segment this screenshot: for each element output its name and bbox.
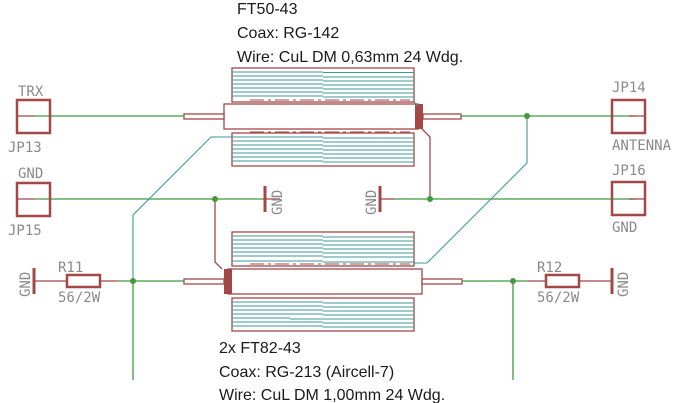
top-lower-winding-lines [232, 136, 414, 163]
top-transformer-name: FT50-43 [237, 1, 298, 18]
gnd-symbol-mid-right: GND [364, 186, 382, 215]
bottom-transformer-wire: Wire: CuL DM 1,00mm 24 Wdg. [219, 387, 445, 403]
jp13-ref: JP13 [8, 140, 42, 156]
connector-jp16[interactable]: JP16 GND [610, 163, 647, 236]
winding-lead-right [414, 116, 528, 264]
gnd-symbol-right: GND [610, 268, 632, 297]
gnd-left-label: GND [18, 272, 34, 297]
gnd-symbol-mid-left: GND [263, 186, 286, 215]
top-upper-winding-lines [232, 71, 414, 98]
top-coax-shield-end [415, 104, 423, 129]
junction-r11 [130, 278, 136, 284]
top-transformer[interactable] [183, 67, 462, 167]
shield-lead-bottom [214, 199, 223, 270]
bottom-transformer[interactable] [183, 231, 463, 332]
r12-value: 56/2W [537, 290, 580, 306]
jp14-ref: JP14 [612, 80, 646, 96]
r11-body [65, 273, 102, 289]
junction-gnd-right [427, 196, 433, 202]
bottom-upper-winding-lines [232, 235, 414, 263]
bottom-coax-tube [227, 268, 423, 295]
junction-gnd-left [212, 196, 218, 202]
r12-body [544, 273, 581, 289]
jp15-label: GND [18, 166, 43, 182]
r11-ref: R11 [58, 260, 83, 276]
bottom-lower-winding-lines [232, 301, 414, 328]
r11-value: 56/2W [58, 290, 101, 306]
junction-r12 [510, 278, 516, 284]
top-coax-tube [223, 103, 419, 130]
shield-lead-top [421, 128, 431, 199]
connector-jp13[interactable]: TRX JP13 [8, 84, 52, 156]
connector-jp14[interactable]: JP14 ANTENNA [610, 80, 672, 154]
bottom-left-pin [183, 278, 225, 285]
gnd-right-label: GND [616, 272, 632, 297]
bottom-transformer-name: 2x FT82-43 [219, 340, 301, 357]
gnd-mid-left-label: GND [270, 190, 286, 215]
top-transformer-coax: Coax: RG-142 [237, 25, 339, 42]
connector-jp15[interactable]: GND JP15 [8, 166, 52, 239]
gnd-mid-right-label: GND [364, 190, 380, 215]
jp15-ref: JP15 [8, 223, 42, 239]
winding-lead-left [132, 136, 232, 281]
top-transformer-wire: Wire: CuL DM 0,63mm 24 Wdg. [237, 49, 463, 66]
jp16-ref: JP16 [612, 163, 646, 179]
top-left-pin [183, 113, 225, 120]
resistor-r11[interactable]: R11 56/2W [35, 260, 117, 306]
top-right-pin [422, 113, 462, 120]
jp13-label: TRX [18, 84, 44, 100]
resistor-r12[interactable]: R12 56/2W [528, 260, 612, 306]
bottom-coax-shield-end [224, 269, 232, 294]
gnd-symbol-left: GND [18, 268, 36, 297]
jp14-label: ANTENNA [612, 138, 672, 154]
jp16-label: GND [612, 220, 637, 236]
bottom-transformer-coax: Coax: RG-213 (Aircell-7) [219, 364, 394, 381]
r12-ref: R12 [537, 260, 562, 276]
bottom-right-pin [421, 278, 463, 285]
winding-lead-top [413, 101, 419, 107]
junction-antenna [524, 113, 530, 119]
